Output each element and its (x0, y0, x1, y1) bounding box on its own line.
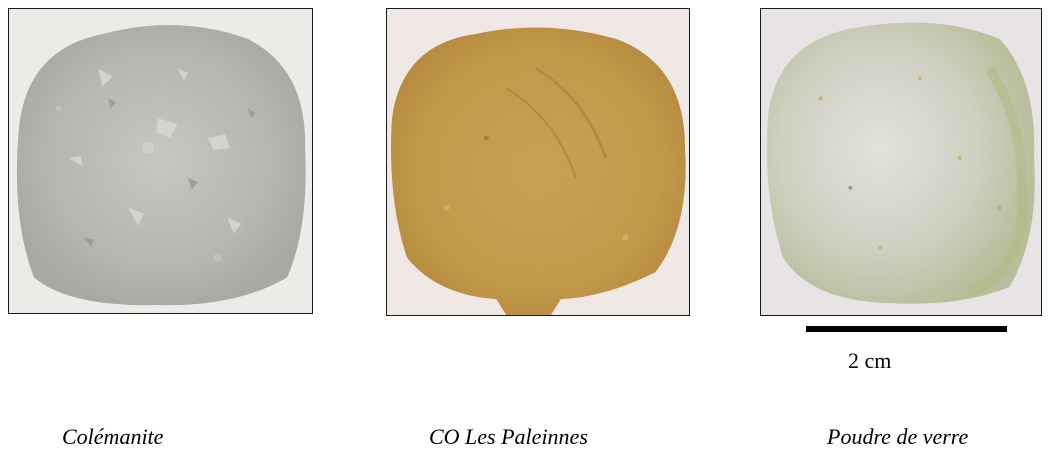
scale-bar (806, 326, 1007, 332)
caption-colemanite: Colémanite (62, 424, 164, 449)
co-les-paleinnes-powder-image (387, 9, 689, 315)
caption-poudre-de-verre: Poudre de verre (827, 424, 969, 449)
caption-co-les-paleinnes: CO Les Paleinnes (429, 424, 588, 449)
colemanite-powder-image (9, 9, 312, 313)
scale-label: 2 cm (848, 348, 892, 373)
photo-colemanite-powder (8, 8, 313, 314)
poudre-de-verre-image (761, 9, 1041, 315)
photo-co-les-paleinnes-powder (386, 8, 690, 316)
photo-poudre-de-verre (760, 8, 1042, 316)
